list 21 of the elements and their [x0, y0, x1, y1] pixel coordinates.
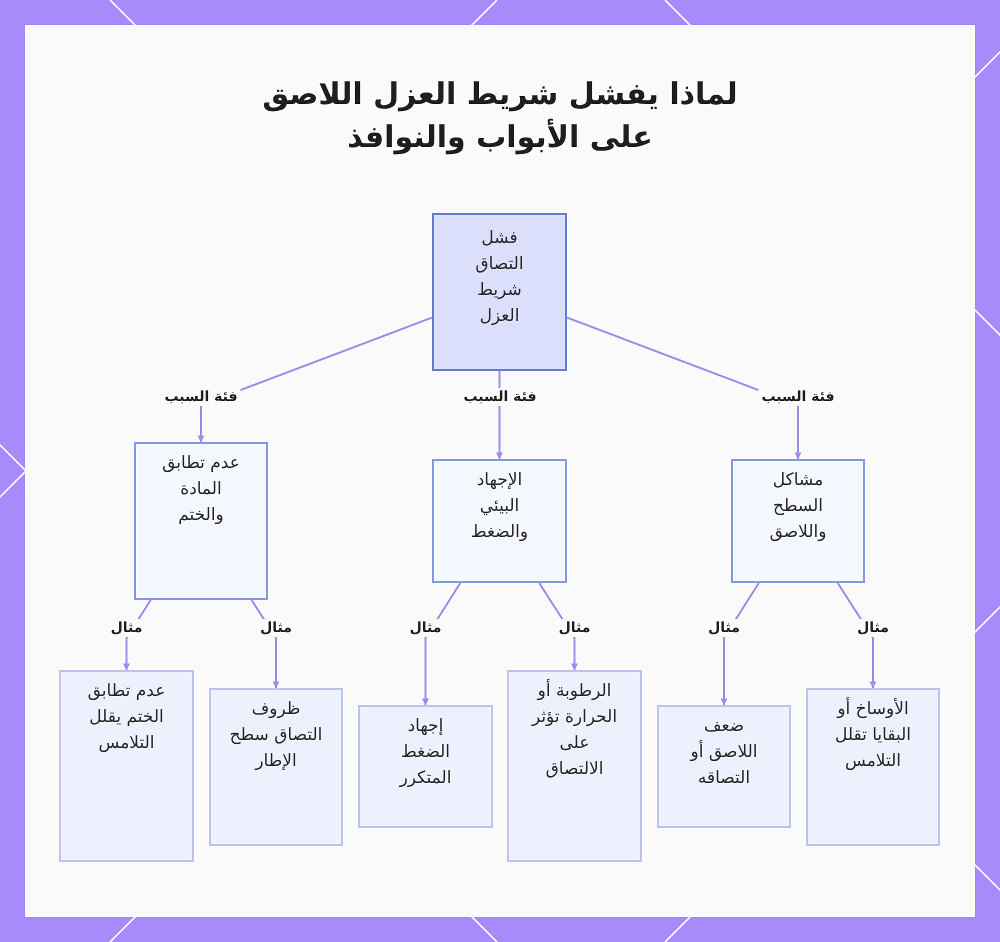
node-text: فشل التصاق شريط العزل: [474, 227, 525, 328]
process-box: [657, 705, 791, 828]
process-box: [209, 688, 343, 846]
process-box: [731, 459, 865, 583]
process-box: [358, 705, 493, 828]
node-text: الإجهاد البيئي والضغط: [470, 469, 530, 544]
process-box: [806, 688, 940, 846]
process-box: [507, 670, 642, 862]
process-box: [432, 213, 567, 371]
node-text: ظروف التصاق سطح الإطار: [228, 698, 324, 773]
node-text: مشاكل السطح واللاصق: [768, 469, 828, 544]
process-box: [59, 670, 194, 862]
node-text: ضعف اللاصق أو التصاقه: [688, 715, 758, 790]
node-text: عدم تطابق الختم يقلل التلامس: [86, 680, 166, 755]
node-text: الأوساخ أو البقايا تقلل التلامس: [834, 696, 912, 773]
node-text: إجهاد الضغط المتكرر: [398, 715, 452, 790]
process-box: [134, 442, 268, 600]
node-text: الرطوبة أو الحرارة تؤثر على الالتصاق: [530, 678, 618, 781]
diagram-title: لماذا يفشل شريط العزل اللاصق على الأبواب والنوافذ: [261, 76, 739, 157]
node-text: عدم تطابق المادة والختم: [161, 452, 241, 527]
process-box: [432, 459, 567, 583]
